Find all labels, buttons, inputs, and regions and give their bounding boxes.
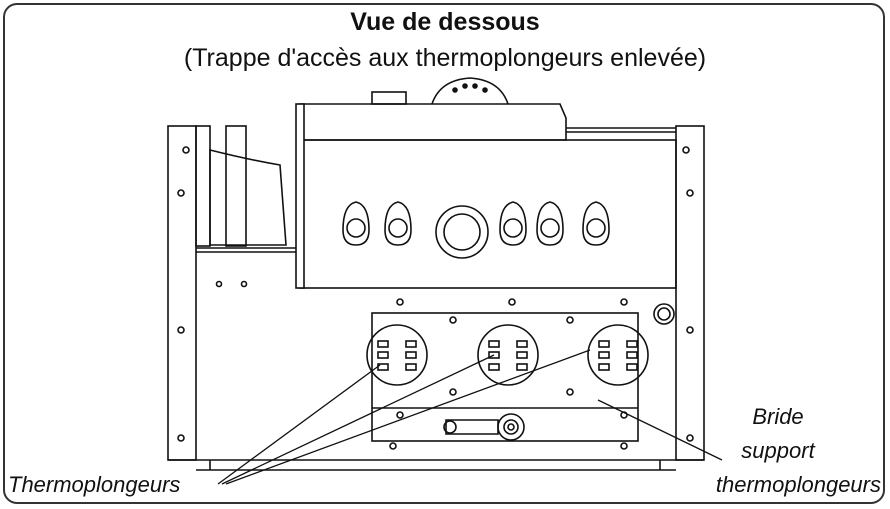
cable-gland-1 <box>342 201 370 246</box>
leader-line-heater-3 <box>225 349 591 485</box>
label-heaters: Thermoplongeurs <box>8 472 181 497</box>
drain-plug <box>653 303 675 325</box>
control-box-lid <box>299 103 567 141</box>
right-side-rail <box>675 125 705 461</box>
diagram-title: Vue de dessous <box>350 8 540 36</box>
label-bracket-line1: Bride <box>752 404 804 429</box>
immersion-heater-2 <box>477 324 539 386</box>
cable-gland-4 <box>536 201 564 246</box>
leader-line-heater-2 <box>221 354 495 485</box>
left-bracket <box>195 125 211 247</box>
immersion-heater-1 <box>366 324 428 386</box>
control-box <box>299 139 677 289</box>
large-gland <box>435 205 489 259</box>
diagram-subtitle: (Trappe d'accès aux thermoplongeurs enle… <box>183 44 707 72</box>
cable-gland-5 <box>582 201 610 246</box>
leader-line-heater-1 <box>217 364 381 485</box>
thermostat-dome <box>431 77 509 105</box>
fan-housing <box>209 148 287 246</box>
pipe-fitting <box>443 413 525 441</box>
cable-gland-2 <box>384 201 412 246</box>
cable-gland-3 <box>499 201 527 246</box>
diagram-frame <box>3 3 885 504</box>
label-bracket-line3: thermoplongeurs <box>715 472 881 497</box>
leader-line-bracket <box>597 399 723 461</box>
label-bracket-line2: support <box>741 438 815 463</box>
immersion-heater-3 <box>587 324 649 386</box>
left-side-rail <box>167 125 197 461</box>
